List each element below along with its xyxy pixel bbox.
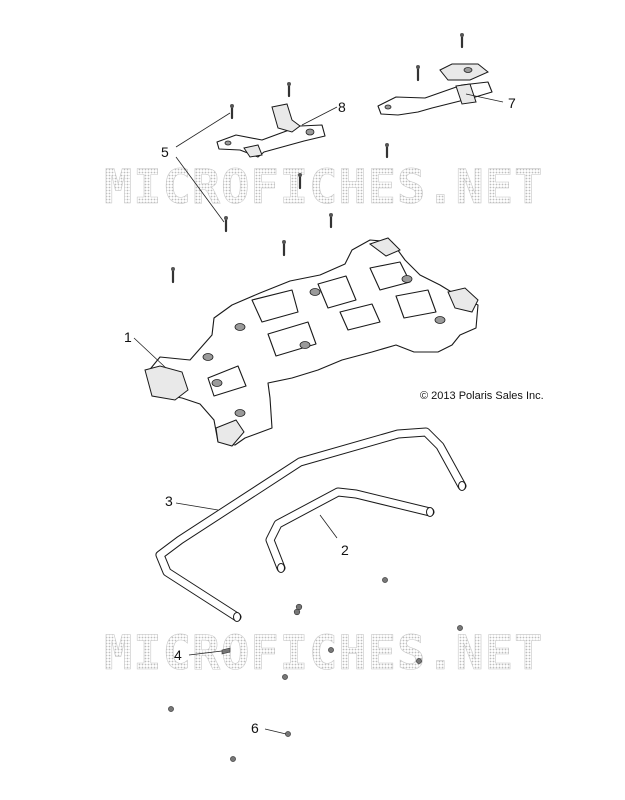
watermark-bottom: MICROFICHES.NET [104, 626, 543, 681]
callout-8: 8 [338, 99, 346, 115]
callout-4: 4 [174, 647, 182, 663]
callout-7: 7 [508, 95, 516, 111]
callout-3: 3 [165, 493, 173, 509]
bolt-icon [171, 33, 464, 284]
callout-1: 1 [124, 329, 132, 345]
callout-2: 2 [341, 542, 349, 558]
callout-6: 6 [251, 720, 259, 736]
rack-frame-part-1 [144, 237, 479, 447]
nut-icon [168, 577, 463, 762]
rail-tube-part-2 [265, 487, 435, 573]
rail-tube-part-3 [155, 427, 467, 622]
bracket-part-7 [377, 63, 493, 116]
watermark-top: MICROFICHES.NET [104, 160, 543, 215]
leader-lines [133, 93, 504, 735]
bracket-part-8 [216, 103, 326, 158]
copyright-notice: © 2013 Polaris Sales Inc. [420, 390, 544, 402]
callout-5: 5 [161, 144, 169, 160]
